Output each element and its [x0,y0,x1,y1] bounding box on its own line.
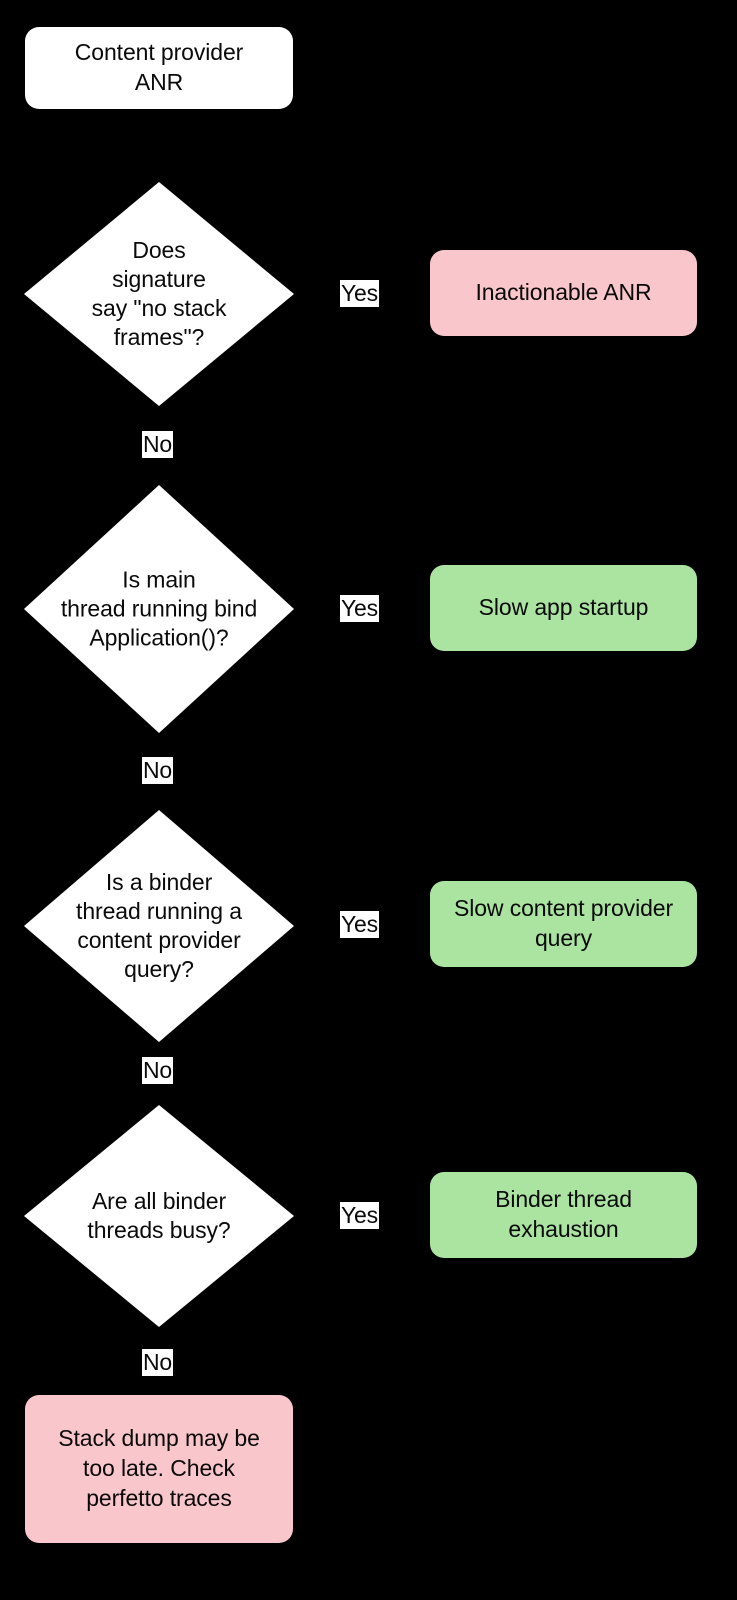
edge-label-provider-query-no: No [142,1057,174,1085]
node-decision-binder-threads-label: Are all binder threads busy? [87,1188,231,1243]
node-slow-content-provider-query[interactable]: Slow content provider query [430,881,697,967]
node-decision-bind-application-label: Is main thread running bind Application(… [60,566,258,651]
connector-start-to-decision-signature [157,109,159,182]
node-decision-provider-query[interactable]: Is a binder thread running a content pro… [24,810,294,1042]
node-binder-thread-exhaustion-label: Binder thread exhaustion [495,1186,632,1242]
edge-label-bind-application-yes: Yes [340,595,379,623]
node-decision-signature[interactable]: Does signature say "no stack frames"? [24,182,294,406]
node-inactionable-anr[interactable]: Inactionable ANR [430,250,697,336]
edge-label-bind-application-no: No [142,757,174,785]
edge-label-signature-yes: Yes [340,280,379,308]
edge-label-provider-query-yes: Yes [340,911,379,939]
node-content-provider-anr-label: Content provider ANR [74,39,244,95]
node-decision-binder-threads[interactable]: Are all binder threads busy? [24,1105,294,1327]
node-perfetto-traces-label: Stack dump may be too late. Check perfet… [58,1425,260,1511]
edge-label-signature-no: No [142,431,174,459]
node-content-provider-anr[interactable]: Content provider ANR [25,27,293,109]
node-decision-provider-query-label: Is a binder thread running a content pro… [76,869,242,982]
node-binder-thread-exhaustion[interactable]: Binder thread exhaustion [430,1172,697,1258]
node-slow-app-startup[interactable]: Slow app startup [430,565,697,651]
node-perfetto-traces[interactable]: Stack dump may be too late. Check perfet… [25,1395,293,1543]
edge-label-binder-threads-yes: Yes [340,1202,379,1230]
node-decision-signature-label: Does signature say "no stack frames"? [91,237,227,350]
node-slow-app-startup-label: Slow app startup [478,594,649,621]
node-slow-content-provider-query-label: Slow content provider query [453,895,674,951]
node-inactionable-anr-label: Inactionable ANR [475,279,652,306]
node-decision-bind-application[interactable]: Is main thread running bind Application(… [24,485,294,733]
edge-label-binder-threads-no: No [142,1349,174,1377]
